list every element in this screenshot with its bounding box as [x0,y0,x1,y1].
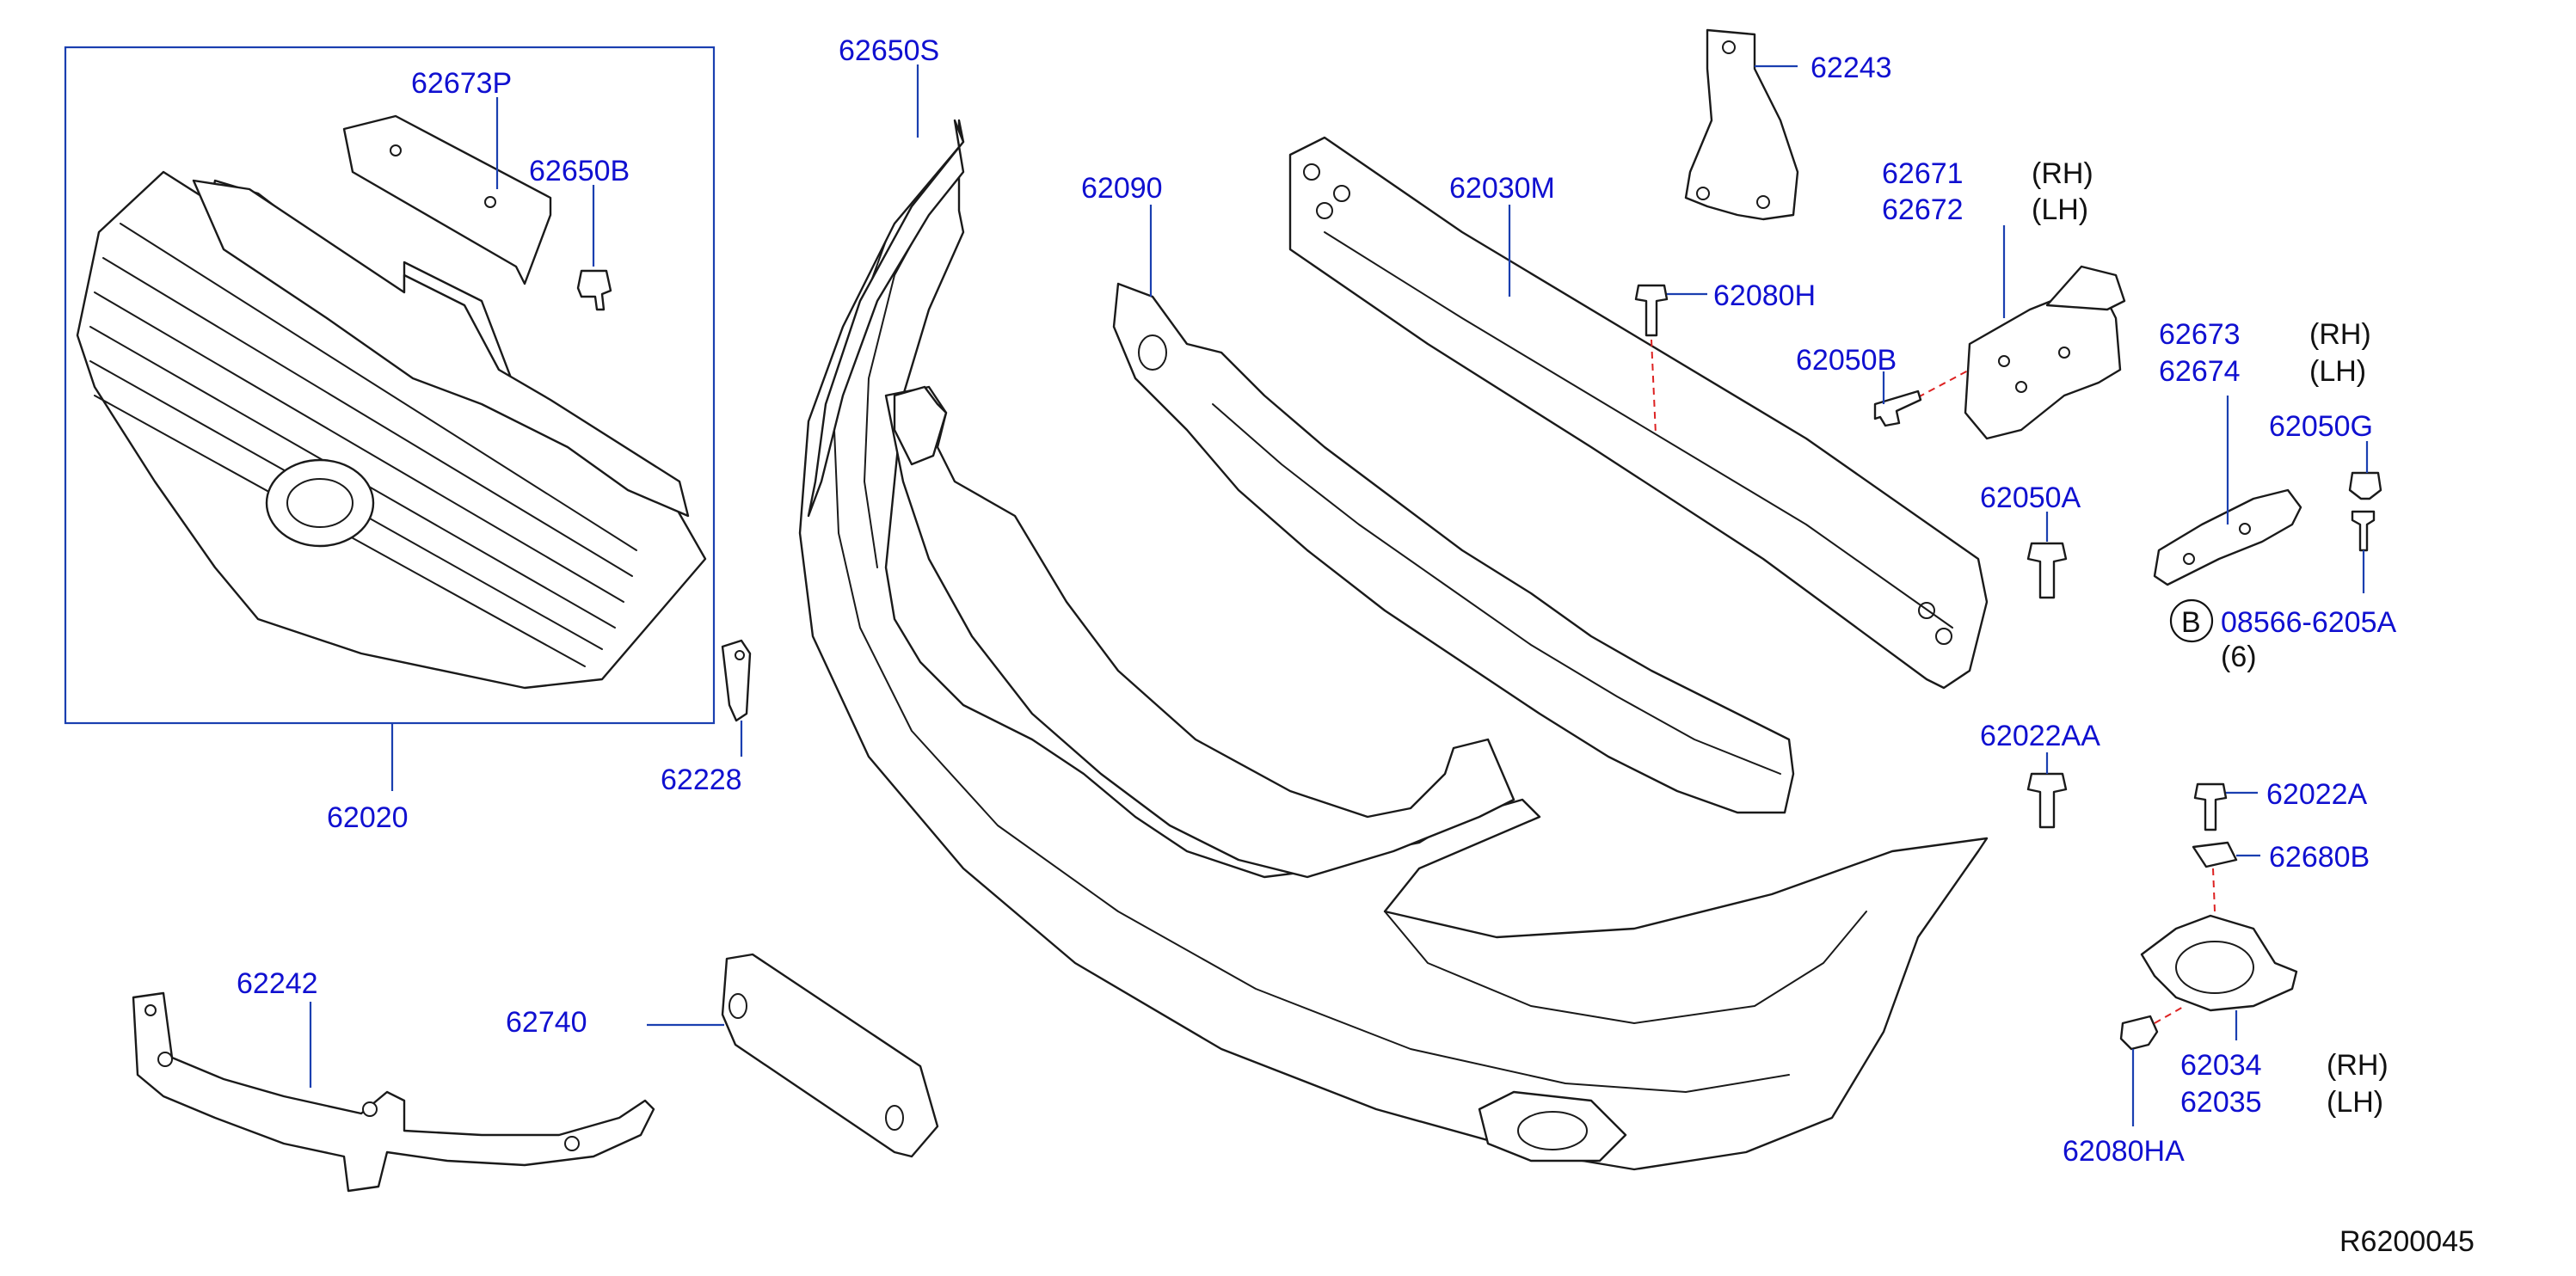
label-62242: 62242 [237,967,318,1000]
bolt-62050B-group [1873,371,1922,427]
label-08566-qty: (6) [2221,641,2257,673]
label-62672: 62672 [1882,193,1964,226]
label-62022A: 62022A [2266,778,2368,811]
clip-62228 [721,639,752,722]
label-62228: 62228 [661,764,742,796]
bolt-62022A [2193,782,2228,831]
fog-lamp-opening [1478,1090,1627,1163]
stay-62671 [1964,291,2122,440]
lower-bracket-62242-group [132,991,655,1193]
upper-seal-62650S-group [807,64,965,518]
bolt-62050A [2026,542,2068,599]
label-62680B: 62680B [2269,841,2370,874]
label-62035-lh: (LH) [2327,1086,2383,1119]
label-62090: 62090 [1081,172,1163,205]
callout-b-letter: B [2181,606,2201,639]
bracket-62673-group [2153,396,2302,586]
energy-absorber-62090 [1112,282,1795,814]
label-62671-rh: (RH) [2032,157,2093,190]
bolt-62022AA-group [2026,752,2068,829]
label-62080H: 62080H [1713,279,1816,312]
grille-upper-bracket [192,179,690,518]
bracket-62243-group [1684,28,1799,221]
fog-bracket-group [2119,782,2298,1126]
bumper-fascia [798,119,1989,1171]
label-62022AA: 62022AA [1980,720,2100,752]
bolt-62080H-group [1634,284,1707,435]
plate-bracket-62740 [721,953,939,1158]
lower-bracket-62242 [132,991,655,1193]
clip-62650B [576,269,612,311]
label-62050G: 62050G [2269,410,2373,443]
upper-seal-62650S [807,119,965,518]
stay-62671-group [1917,225,2126,440]
label-62674: 62674 [2159,355,2241,388]
reinforcement-62030M-group [1288,136,1989,690]
screw-08566-6205A [2351,510,2376,552]
diagram-reference-code: R6200045 [2339,1225,2475,1258]
callout-b-circle [2169,598,2214,643]
label-62673: 62673 [2159,318,2241,351]
bolt-62022AA [2026,772,2068,829]
clip-62050G-group [2348,441,2382,593]
label-62050B: 62050B [1796,344,1897,377]
grille-emblem [265,458,375,548]
label-62740: 62740 [506,1006,587,1039]
label-62243: 62243 [1811,52,1892,84]
clip-62050G [2348,471,2382,500]
bolt-62050A-group [2026,512,2068,599]
nut-62680B [2192,841,2238,868]
label-62671: 62671 [1882,157,1964,190]
reinforcement-62030M [1288,136,1989,690]
label-62034-rh: (RH) [2327,1049,2388,1082]
clip-62080HA [2119,1015,2159,1051]
bolt-62080H [1634,284,1669,337]
label-62034: 62034 [2180,1049,2262,1082]
label-62035: 62035 [2180,1086,2262,1119]
grille-assembly-group [64,46,716,791]
label-08566-6205A: 08566-6205A [2221,606,2397,639]
label-62672-lh: (LH) [2032,193,2088,226]
label-62080HA: 62080HA [2063,1135,2185,1168]
bumper-upper-retainer [893,385,948,466]
bumper-center-bracket [884,385,1515,879]
clip-62228-group [721,639,752,757]
bracket-62243 [1684,28,1799,221]
grille-assembly-frame [64,46,716,725]
grille-part [76,170,707,690]
label-62674-lh: (LH) [2309,355,2366,388]
label-62673-rh: (RH) [2309,318,2371,351]
bolt-62050B [1873,390,1922,427]
label-62673P: 62673P [411,67,512,100]
fog-bracket-62034 [2140,914,2298,1012]
label-62030M: 62030M [1449,172,1555,205]
seal-62673P [342,114,552,285]
label-62050A: 62050A [1980,482,2081,514]
bumper-fascia-group [798,119,1989,1171]
bumper-lower-intake [1384,911,1867,1024]
energy-absorber-62090-group [1112,205,1795,814]
label-62650S: 62650S [839,34,939,67]
label-62650B: 62650B [529,155,630,187]
label-62020: 62020 [327,801,409,834]
plate-bracket-62740-group [647,953,939,1158]
